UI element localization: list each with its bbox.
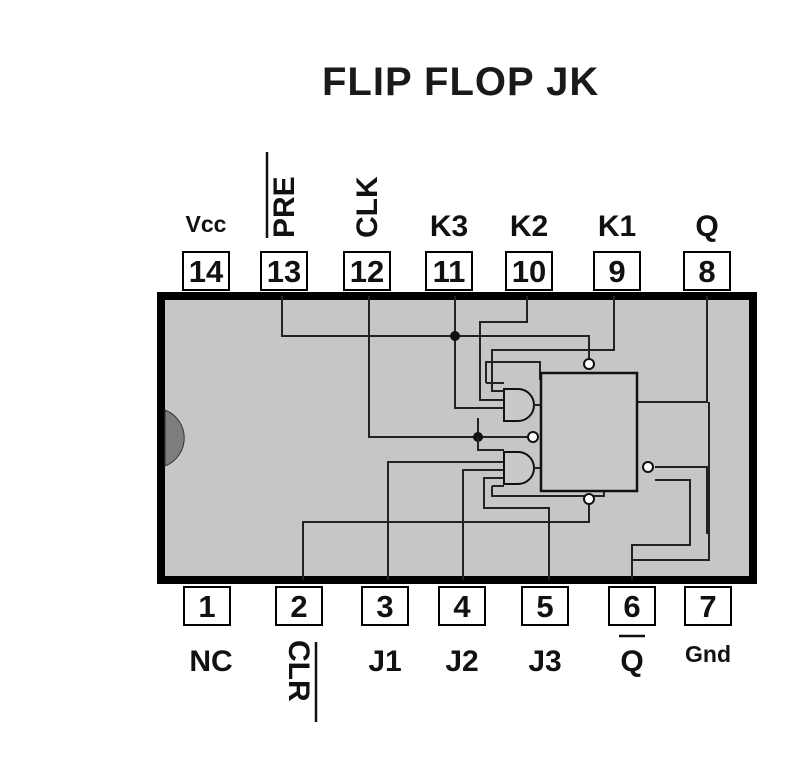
pin-6-number: 6	[623, 589, 640, 624]
lower-and-gate	[503, 451, 535, 485]
pin-label-j2: J2	[445, 645, 478, 678]
pin-14-box	[182, 251, 230, 291]
pin-12-number: 12	[350, 254, 384, 289]
pin-5-number: 5	[536, 589, 553, 624]
pin-2-box	[275, 586, 323, 626]
pin-9-number: 9	[608, 254, 625, 289]
pin-8-number: 8	[698, 254, 715, 289]
pin-1-number: 1	[198, 589, 215, 624]
clear-bubble	[583, 493, 595, 505]
pin-label-k2: K2	[510, 210, 548, 243]
pin-label-j3: J3	[528, 645, 561, 678]
pin-7-number: 7	[699, 589, 716, 624]
pin-7-box	[684, 586, 732, 626]
pin-label-pre: PRE	[268, 176, 301, 238]
pin-4-number: 4	[453, 589, 471, 624]
chip-notch	[164, 409, 185, 467]
pin-8-box	[683, 251, 731, 291]
pin-10-box	[505, 251, 553, 291]
preset-bubble	[583, 358, 595, 370]
pin-1-box	[183, 586, 231, 626]
internal-wiring	[281, 296, 710, 580]
upper-and-gate	[503, 388, 535, 422]
pin-2-number: 2	[290, 589, 307, 624]
pin-label-q: Q	[695, 210, 718, 243]
pin-12-box	[343, 251, 391, 291]
pin-label-vcc: Vcc	[186, 211, 227, 237]
pin-label-nc: NC	[189, 645, 232, 678]
pin-13-box	[260, 251, 308, 291]
top-pin-row: 14 Vcc 13 PRE 12 CLK 11 K3 10 K2 9 K1 8 Q	[182, 152, 731, 291]
pin-3-box	[361, 586, 409, 626]
pin-3-number: 3	[376, 589, 393, 624]
pin-label-clk: CLK	[351, 176, 384, 238]
diagram-title: FLIP FLOP JK	[322, 60, 599, 104]
clock-bubble	[527, 431, 539, 443]
pin-5-box	[521, 586, 569, 626]
pin-label-j1: J1	[368, 645, 401, 678]
pin-label-gnd: Gnd	[685, 641, 731, 667]
pin-label-q-bar: Q	[620, 645, 643, 678]
pin-label-k3: K3	[430, 210, 468, 243]
pin-14-number: 14	[189, 254, 224, 289]
pin-13-number: 13	[267, 254, 301, 289]
pin-11-box	[425, 251, 473, 291]
pin-10-number: 10	[512, 254, 546, 289]
qbar-bubble	[642, 461, 654, 473]
pin-11-number: 11	[433, 254, 466, 289]
flipflop-box	[539, 371, 639, 493]
pin-label-k1: K1	[598, 210, 636, 243]
pin-9-box	[593, 251, 641, 291]
pin-4-box	[438, 586, 486, 626]
pin-label-clr-bar: CLR	[282, 640, 315, 702]
pin-6-box	[608, 586, 656, 626]
